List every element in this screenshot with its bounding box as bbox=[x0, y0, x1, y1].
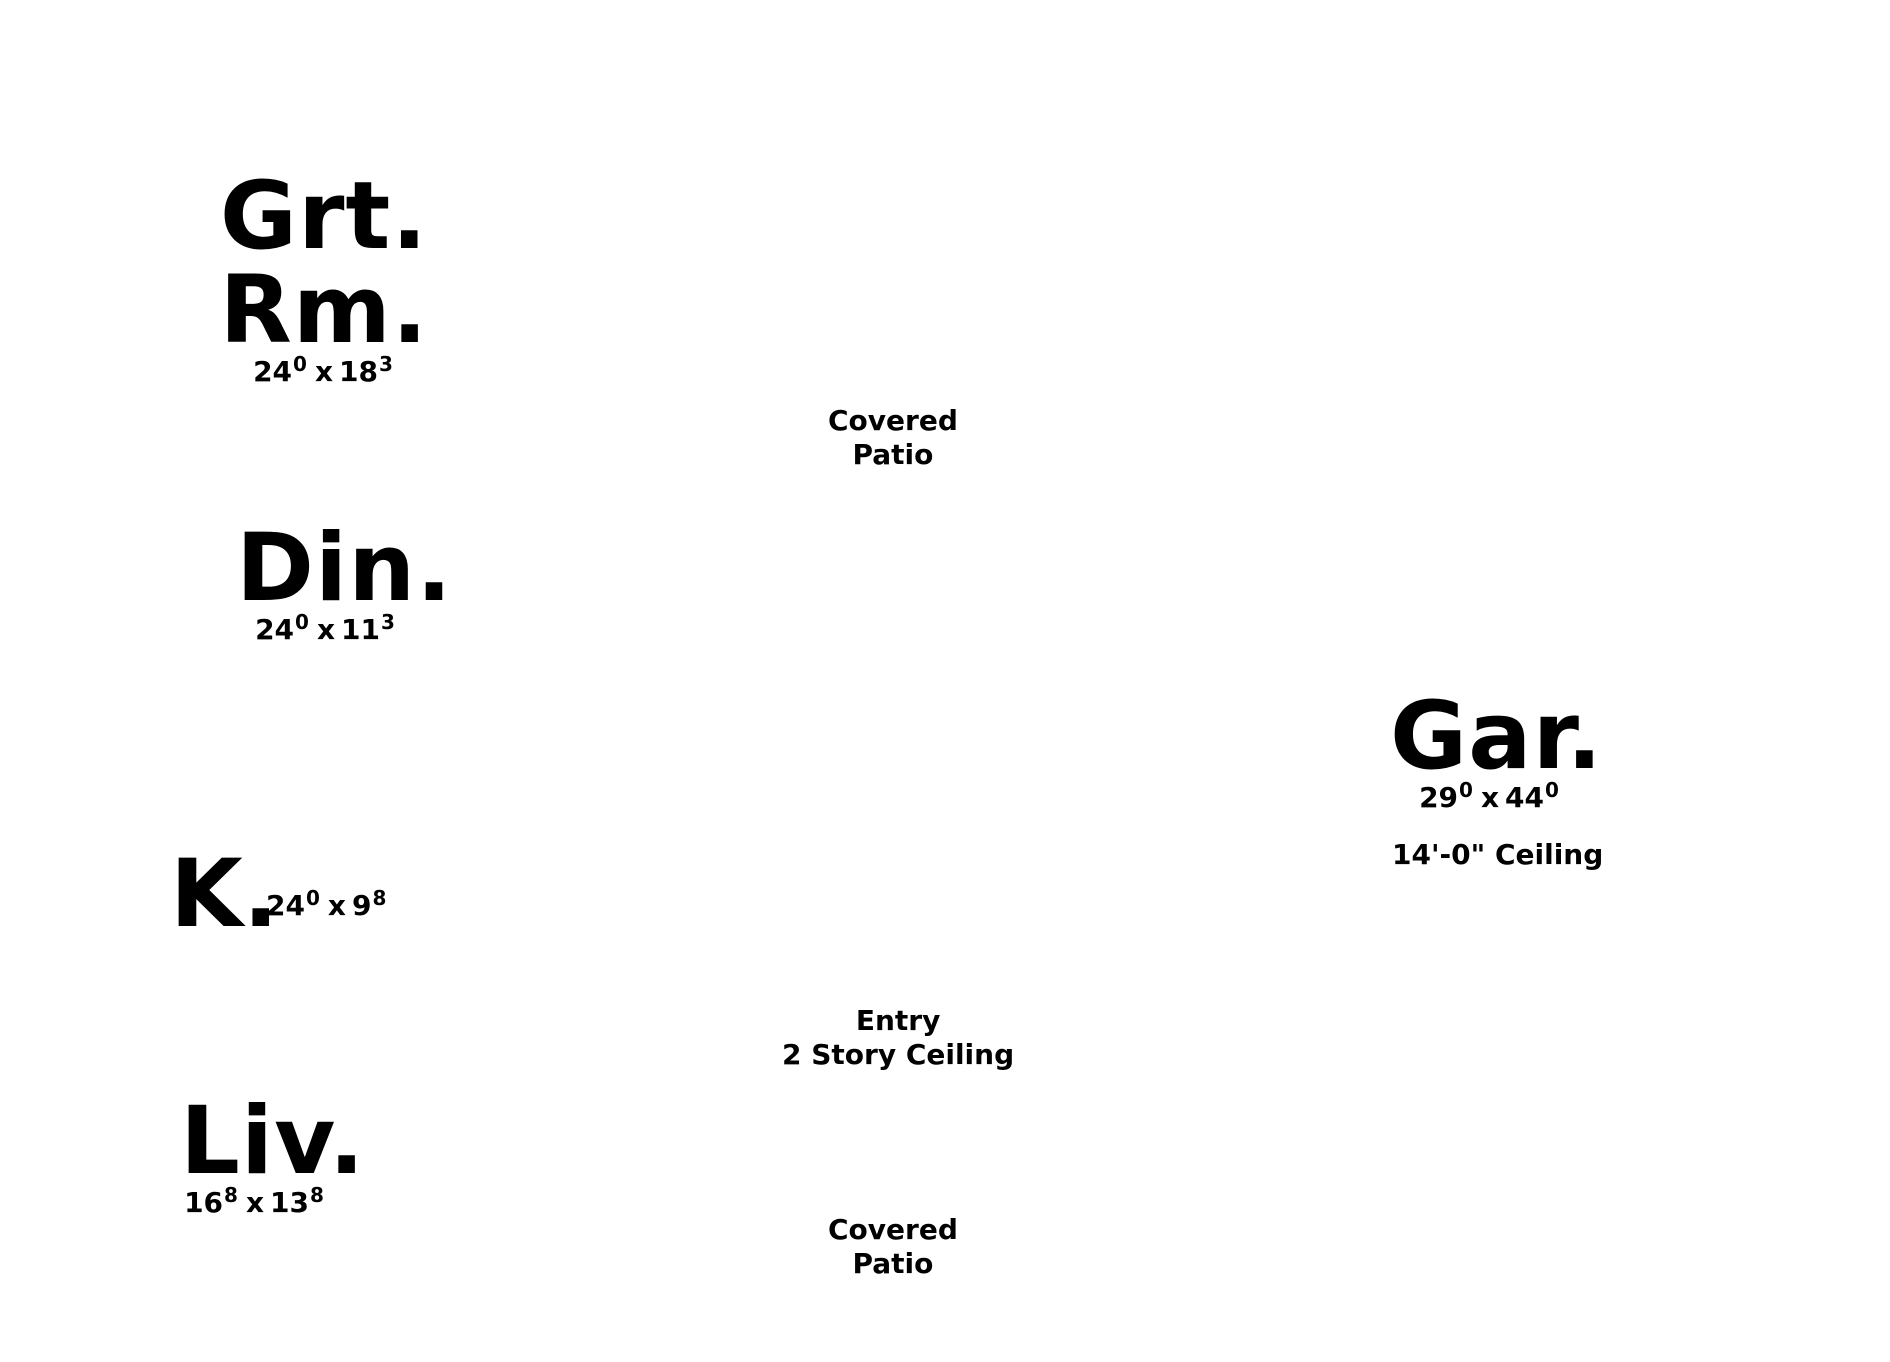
room-name: Din. bbox=[236, 514, 453, 623]
width-feet: 29 bbox=[1419, 781, 1459, 814]
note-covered-patio-bottom: Covered Patio bbox=[828, 1213, 958, 1281]
note-entry: Entry 2 Story Ceiling bbox=[782, 1004, 1014, 1072]
depth-feet: 44 bbox=[1505, 781, 1544, 814]
depth-inches: 8 bbox=[372, 886, 387, 910]
depth-inches: 0 bbox=[1545, 778, 1559, 802]
note-line: Patio bbox=[852, 438, 934, 471]
width-feet: 24 bbox=[255, 613, 295, 646]
note-line: Entry bbox=[855, 1004, 941, 1037]
dimension-separator: x bbox=[1480, 781, 1500, 814]
note-line: Covered bbox=[828, 1213, 958, 1246]
note-line: Covered bbox=[828, 404, 958, 437]
depth-feet: 11 bbox=[341, 613, 380, 646]
note-line: Patio bbox=[852, 1247, 934, 1280]
width-inches: 8 bbox=[224, 1183, 238, 1207]
width-feet: 24 bbox=[266, 889, 305, 922]
dimension-separator: x bbox=[245, 1186, 265, 1219]
depth-inches: 3 bbox=[379, 352, 393, 376]
room-name: Gar. bbox=[1390, 682, 1604, 791]
depth-feet: 13 bbox=[270, 1186, 309, 1219]
depth-feet: 18 bbox=[339, 355, 378, 388]
dimension-separator: x bbox=[327, 889, 346, 922]
note-covered-patio-top: Covered Patio bbox=[828, 404, 958, 472]
width-inches: 0 bbox=[1459, 778, 1473, 802]
depth-inches: 3 bbox=[381, 610, 395, 634]
depth-inches: 8 bbox=[310, 1183, 324, 1207]
width-inches: 0 bbox=[293, 352, 307, 376]
depth-feet: 9 bbox=[351, 889, 372, 922]
room-name: Liv. bbox=[180, 1087, 366, 1196]
room-kitchen-name: K. bbox=[170, 840, 279, 949]
note-line: 2 Story Ceiling bbox=[782, 1038, 1015, 1071]
dimension-separator: x bbox=[314, 355, 334, 388]
width-feet: 24 bbox=[253, 355, 293, 388]
width-inches: 0 bbox=[295, 610, 309, 634]
dimension-separator: x bbox=[316, 613, 336, 646]
room-name: Grt. Rm. bbox=[219, 162, 429, 365]
garage-ceiling-note: 14'-0" Ceiling bbox=[1392, 838, 1604, 871]
width-feet: 16 bbox=[184, 1186, 224, 1219]
width-inches: 0 bbox=[305, 886, 320, 910]
